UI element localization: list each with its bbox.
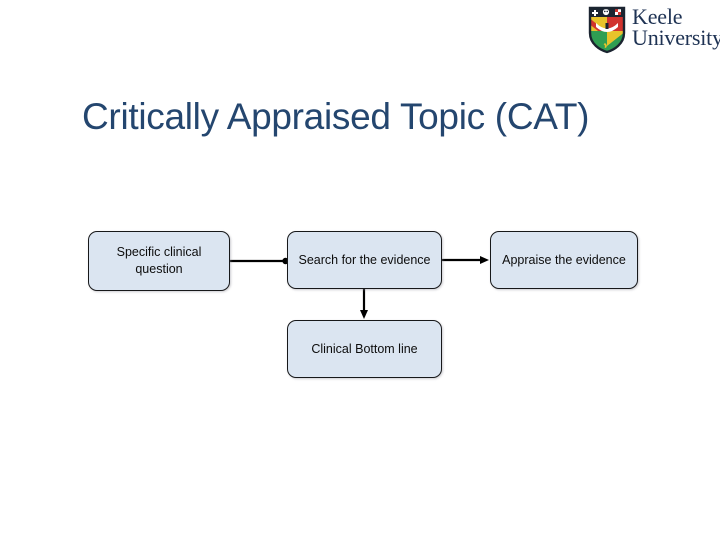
logo-wordmark: Keele University <box>632 6 720 49</box>
connector-question-to-search <box>230 257 289 265</box>
connector-search-to-bottom <box>360 289 368 319</box>
flow-node-appraise-the-evidence[interactable]: Appraise the evidence <box>490 231 638 289</box>
keele-university-logo: Keele University <box>588 6 720 62</box>
logo-line-keele: Keele <box>632 4 683 29</box>
flow-node-specific-clinical-question[interactable]: Specific clinical question <box>88 231 230 291</box>
connector-search-to-appraise <box>442 256 489 264</box>
keele-shield-crest-icon <box>588 6 626 54</box>
logo-line-university: University <box>632 24 720 50</box>
flow-node-search-for-the-evidence[interactable]: Search for the evidence <box>287 231 442 289</box>
flow-node-clinical-bottom-line[interactable]: Clinical Bottom line <box>287 320 442 378</box>
page-title: Critically Appraised Topic (CAT) <box>82 96 590 137</box>
